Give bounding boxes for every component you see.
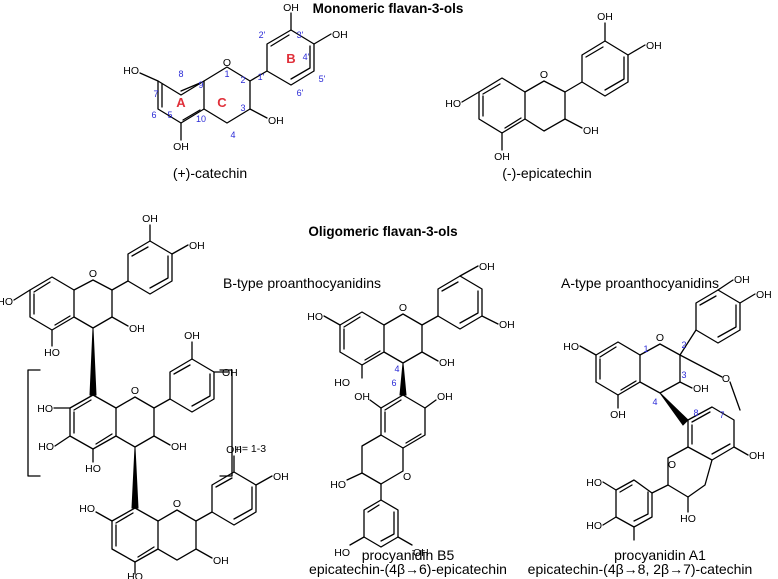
procyanidin-b5-structure: HO HO O OH OH OH 4 6 OH OH O HO HO OH	[307, 261, 515, 559]
b5-top-ho: HO	[307, 311, 323, 323]
oligo-bot-o: O	[173, 498, 181, 510]
epicatechin-oh-5: OH	[494, 151, 510, 163]
ring-label-b: B	[286, 51, 295, 66]
oligo-bot-oh-4p: OH	[273, 471, 289, 483]
b5-bot-oh-7: OH	[437, 391, 453, 403]
a1-bot-o: O	[668, 459, 676, 471]
heading-monomeric: Monomeric flavan-3-ols	[313, 1, 464, 16]
pos-7: 7	[153, 89, 158, 99]
pos-9: 9	[198, 80, 203, 90]
a1-top-oh-5: OH	[610, 409, 626, 421]
oligo-bot-oh-3: OH	[213, 555, 229, 567]
caption-a1-name: procyanidin A1	[614, 547, 706, 563]
a1-bot-ho-3: HO	[680, 513, 696, 525]
oligo-top-ho-5: HO	[44, 347, 60, 359]
pos-2p: 2'	[259, 30, 266, 40]
b5-pos-6: 6	[391, 378, 396, 388]
oligo-top-oh-3: OH	[129, 323, 145, 335]
heading-b-type: B-type proanthocyanidins	[223, 275, 381, 291]
b5-bot-oh-5: OH	[354, 391, 370, 403]
a1-top-oh-3p: OH	[734, 274, 750, 286]
caption-b5-name: procyanidin B5	[362, 547, 455, 563]
a1-bot-oh-5: OH	[749, 450, 765, 462]
repeat-label: n= 1-3	[236, 443, 266, 455]
a1-bot-ho-3p: HO	[586, 477, 602, 489]
pos-8: 8	[178, 69, 183, 79]
pos-2: 2	[240, 75, 245, 85]
oligo-mid-ho-2: HO	[38, 441, 54, 453]
epicatechin-o-1: O	[540, 69, 548, 81]
b5-top-o: O	[399, 302, 407, 314]
ring-label-c: C	[217, 95, 227, 110]
catechin-oh-3p: OH	[283, 2, 299, 14]
pos-3p: 3'	[297, 30, 304, 40]
epicatechin-ho-7: HO	[445, 98, 461, 110]
a1-pos-4: 4	[652, 397, 657, 407]
a1-pos-7: 7	[719, 410, 724, 420]
b5-pos-4: 4	[394, 364, 399, 374]
oligo-top-oh-4p: OH	[189, 240, 205, 252]
b5-top-oh-3p: OH	[479, 261, 495, 273]
procyanidin-a1-structure: HO OH O OH OH OH O OH O HO HO HO 1 2 3 4…	[563, 274, 772, 541]
a1-top-o: O	[656, 332, 664, 344]
epicatechin-oh-4p: OH	[646, 40, 662, 52]
oligo-bot-ho: HO	[79, 503, 95, 515]
caption-a1-linkage: epicatechin-(4β→8, 2β→7)-catechin	[528, 561, 753, 577]
a1-bot-ho-4p: HO	[586, 520, 602, 532]
a1-top-oh-3: OH	[693, 383, 709, 395]
b5-bot-oh-4p: OH	[413, 547, 429, 559]
b5-top-ho-5: HO	[334, 377, 350, 389]
oligo-top-o: O	[89, 268, 97, 280]
catechin-oh-3: OH	[268, 115, 284, 127]
caption-epicatechin: (-)-epicatechin	[502, 165, 591, 181]
catechin-o-1: O	[223, 57, 231, 69]
oligo-bot-ho-5: HO	[127, 571, 143, 579]
a1-top-oh-4p: OH	[756, 289, 772, 301]
caption-b5-linkage: epicatechin-(4β→6)-epicatechin	[309, 561, 507, 577]
epicatechin-structure: HO OH O OH OH OH	[445, 11, 662, 163]
a1-top-ho-7: HO	[563, 341, 579, 353]
a1-pos-3: 3	[681, 370, 686, 380]
pos-4: 4	[230, 130, 235, 140]
oligo-mid-ho: HO	[37, 403, 53, 415]
epicatechin-oh-3p: OH	[597, 11, 613, 23]
a1-pos-8: 8	[693, 408, 698, 418]
pos-4p: 4'	[303, 52, 310, 62]
pos-1: 1	[224, 69, 229, 79]
pos-6p: 6'	[297, 88, 304, 98]
oligo-mid-o: O	[131, 385, 139, 397]
b5-bot-ho-3: HO	[330, 479, 346, 491]
catechin-oh-5: OH	[173, 141, 189, 153]
heading-oligomeric: Oligomeric flavan-3-ols	[308, 224, 457, 239]
oligo-mid-oh-3p: OH	[184, 330, 200, 342]
pos-10: 10	[196, 114, 206, 124]
a1-pos-1: 1	[643, 344, 648, 354]
oligo-mid-ho-5: HO	[85, 463, 101, 475]
catechin-structure: HO OH O OH OH OH A C B 1 2 3 4 5 6 7 8 9…	[123, 2, 348, 153]
a1-pos-2: 2	[681, 340, 686, 350]
oligomer-structure: HO HO O OH OH OH HO HO HO O OH OH OH n= …	[0, 213, 289, 579]
b5-bot-o: O	[403, 471, 411, 483]
pos-1p: 1'	[258, 72, 265, 82]
heading-a-type: A-type proanthocyanidins	[561, 275, 719, 291]
b5-bot-ho-3p: HO	[334, 547, 350, 559]
epicatechin-oh-3: OH	[583, 125, 599, 137]
oligo-mid-oh-3: OH	[171, 441, 187, 453]
oligo-top-oh-3p: OH	[142, 213, 158, 225]
a1-bridge-o: O	[722, 373, 730, 385]
pos-6: 6	[151, 110, 156, 120]
oligo-mid-oh-4p: OH	[222, 367, 238, 379]
ring-label-a: A	[176, 95, 186, 110]
pos-5: 5	[167, 110, 172, 120]
b5-top-oh-3: OH	[439, 357, 455, 369]
catechin-ho-7: HO	[123, 65, 139, 77]
oligo-bot-oh-3p: OH	[226, 444, 242, 456]
oligo-top-ho: HO	[0, 296, 13, 308]
b5-top-oh-4p: OH	[499, 319, 515, 331]
catechin-oh-4p: OH	[332, 29, 348, 41]
caption-catechin: (+)-catechin	[173, 165, 247, 181]
pos-5p: 5'	[319, 74, 326, 84]
pos-3: 3	[240, 103, 245, 113]
